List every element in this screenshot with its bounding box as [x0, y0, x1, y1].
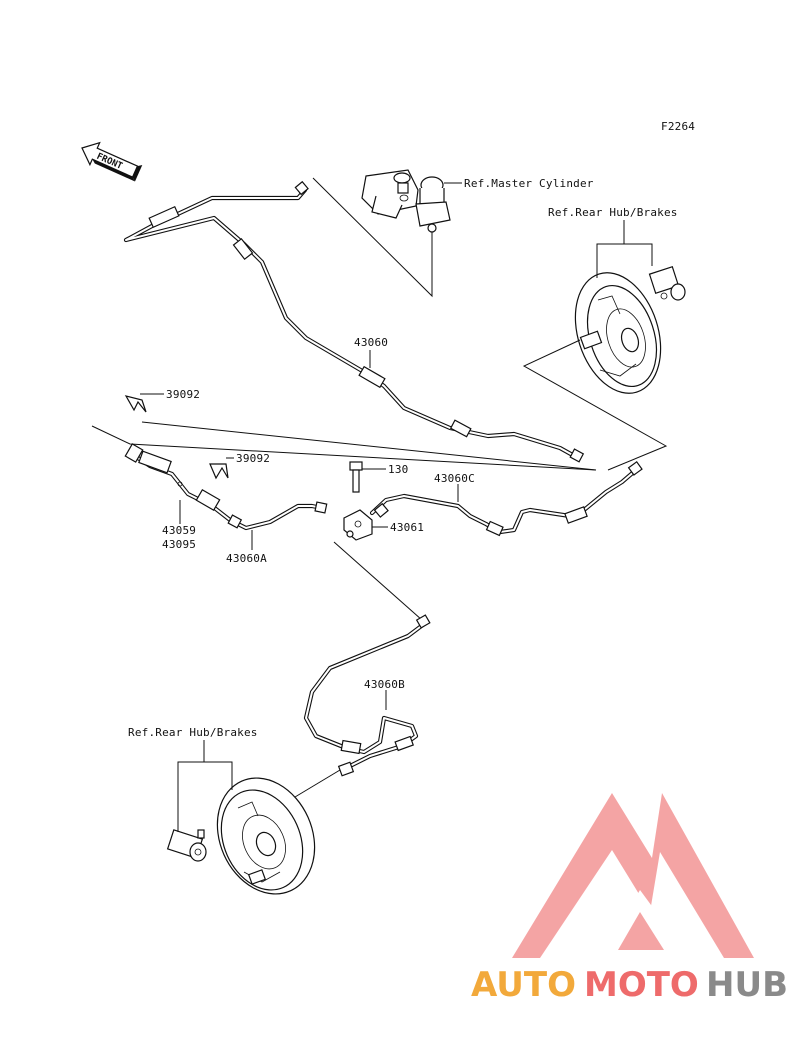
label-43060C: 43060C [434, 472, 475, 485]
label-43060B: 43060B [364, 678, 405, 691]
right-rear-brake-illustration [574, 266, 686, 394]
bolt-130-illustration [349, 461, 363, 493]
label-39092-a: 39092 [166, 388, 200, 401]
watermark-hub: HUB [706, 965, 788, 1005]
left-rear-brake-illustration [166, 777, 316, 895]
label-43060: 43060 [354, 336, 388, 349]
label-39092-b: 39092 [236, 452, 270, 465]
label-ref-rear-hub-brakes-left: Ref.Rear Hub/Brakes [128, 726, 258, 739]
label-43061: 43061 [390, 521, 424, 534]
label-130: 130 [388, 463, 408, 476]
clip-39092-a-illustration [124, 395, 147, 413]
label-ref-rear-hub-brakes-right: Ref.Rear Hub/Brakes [548, 206, 678, 219]
watermark-text: AUTO MOTO HUB [471, 965, 788, 1005]
watermark-logo [512, 793, 754, 958]
clip-39092-b-illustration [209, 463, 229, 480]
label-43060A: 43060A [226, 552, 267, 565]
watermark-moto: MOTO [584, 965, 699, 1005]
front-arrow-icon: FRONT [81, 141, 143, 182]
figure-code: F2264 [661, 120, 695, 133]
label-ref-master-cylinder: Ref.Master Cylinder [464, 177, 594, 190]
master-cylinder-illustration [361, 169, 451, 233]
brake-hose-43059 [124, 443, 233, 523]
brake-pipe-43060C [369, 460, 643, 537]
brake-pipe-43060B [303, 614, 431, 777]
label-43095: 43095 [162, 538, 196, 551]
joint-43061-illustration [343, 509, 373, 541]
brake-pipe-43060 [123, 180, 585, 463]
watermark-auto: AUTO [471, 965, 576, 1005]
brake-pipe-43060A [227, 501, 328, 531]
label-43059: 43059 [162, 524, 196, 537]
